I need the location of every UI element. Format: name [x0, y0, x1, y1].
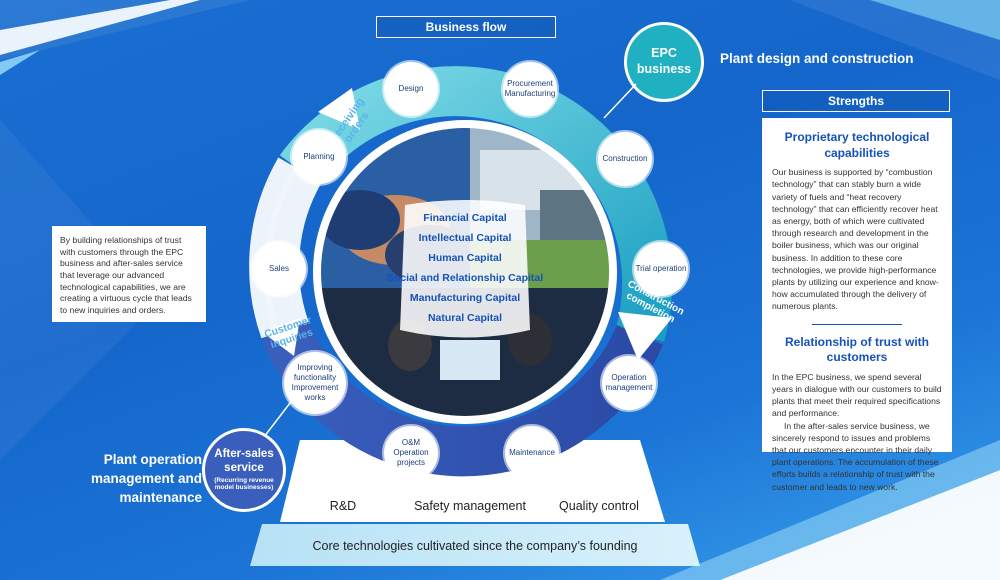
- node-om-operation-projects: O&M Operation projects: [384, 426, 438, 480]
- foundation-base-text: Core technologies cultivated since the c…: [312, 539, 638, 553]
- after-sales-heading: Plant operation management and maintenan…: [90, 452, 202, 506]
- node-improvement-works-label: Improvement works: [291, 383, 339, 402]
- node-design: Design: [384, 62, 438, 116]
- node-maintenance: Maintenance: [505, 426, 559, 480]
- node-operation-management-label: Operation management: [605, 373, 653, 392]
- capitals-list: Financial Capital Intellectual Capital H…: [385, 212, 545, 332]
- pillar-quality-control: Quality control: [559, 499, 639, 513]
- business-flow-label: Business flow: [376, 16, 556, 38]
- strengths-label: Strengths: [762, 90, 950, 112]
- strength-2-body-2: In the after-sales service business, we …: [772, 420, 939, 492]
- node-procurement-label: Procurement Manufacturing: [504, 79, 556, 98]
- strengths-card: Proprietary technological capabilities O…: [762, 118, 952, 492]
- after-sales-title: After-sales service: [214, 448, 274, 474]
- left-note-card: By building relationships of trust with …: [52, 226, 206, 322]
- strength-1-body: Our business is supported by “combustion…: [772, 167, 939, 312]
- node-construction: Construction: [598, 132, 652, 186]
- epc-heading: Plant design and construction: [720, 51, 914, 66]
- strength-2-body-1: In the EPC business, we spend several ye…: [772, 371, 942, 419]
- capital-intellectual: Intellectual Capital: [418, 232, 512, 244]
- node-procurement-manufacturing: Procurement Manufacturing: [503, 62, 557, 116]
- epc-business-label: EPC business: [636, 46, 692, 76]
- capital-natural: Natural Capital: [427, 312, 503, 324]
- node-operation-management: Operation management: [602, 356, 656, 410]
- node-improvement: Improving functionality Improvement work…: [284, 352, 346, 414]
- pillar-rnd: R&D: [329, 499, 357, 513]
- node-maintenance-label: Maintenance: [509, 448, 555, 457]
- after-sales-sub: (Recurring revenue model businesses): [214, 476, 274, 492]
- node-sales-label: Sales: [268, 264, 289, 273]
- strength-divider: [812, 323, 902, 325]
- node-trial-operation: Trial operation: [634, 242, 688, 296]
- node-improving-functionality-label: Improving functionality: [293, 363, 337, 382]
- node-construction-label: Construction: [602, 154, 648, 163]
- node-planning-label: Planning: [303, 152, 335, 161]
- epc-business-circle: EPC business: [624, 22, 704, 102]
- node-design-label: Design: [398, 84, 424, 93]
- capital-social-relationship: Social and Relationship Capital: [386, 272, 544, 284]
- strength-2-title: Relationship of trust with customers: [785, 334, 929, 365]
- node-trial-operation-label: Trial operation: [635, 264, 687, 273]
- node-planning: Planning: [292, 130, 346, 184]
- strength-1-title: Proprietary technological capabilities: [784, 130, 930, 160]
- node-om-label: O&M Operation projects: [393, 438, 429, 467]
- capital-manufacturing: Manufacturing Capital: [409, 292, 521, 304]
- left-note-text: By building relationships of trust with …: [60, 235, 192, 316]
- capital-financial: Financial Capital: [423, 212, 507, 224]
- after-sales-circle: After-sales service (Recurring revenue m…: [202, 428, 286, 512]
- pillar-safety-management: Safety management: [414, 499, 526, 513]
- capital-human: Human Capital: [428, 252, 502, 264]
- node-sales: Sales: [252, 242, 306, 296]
